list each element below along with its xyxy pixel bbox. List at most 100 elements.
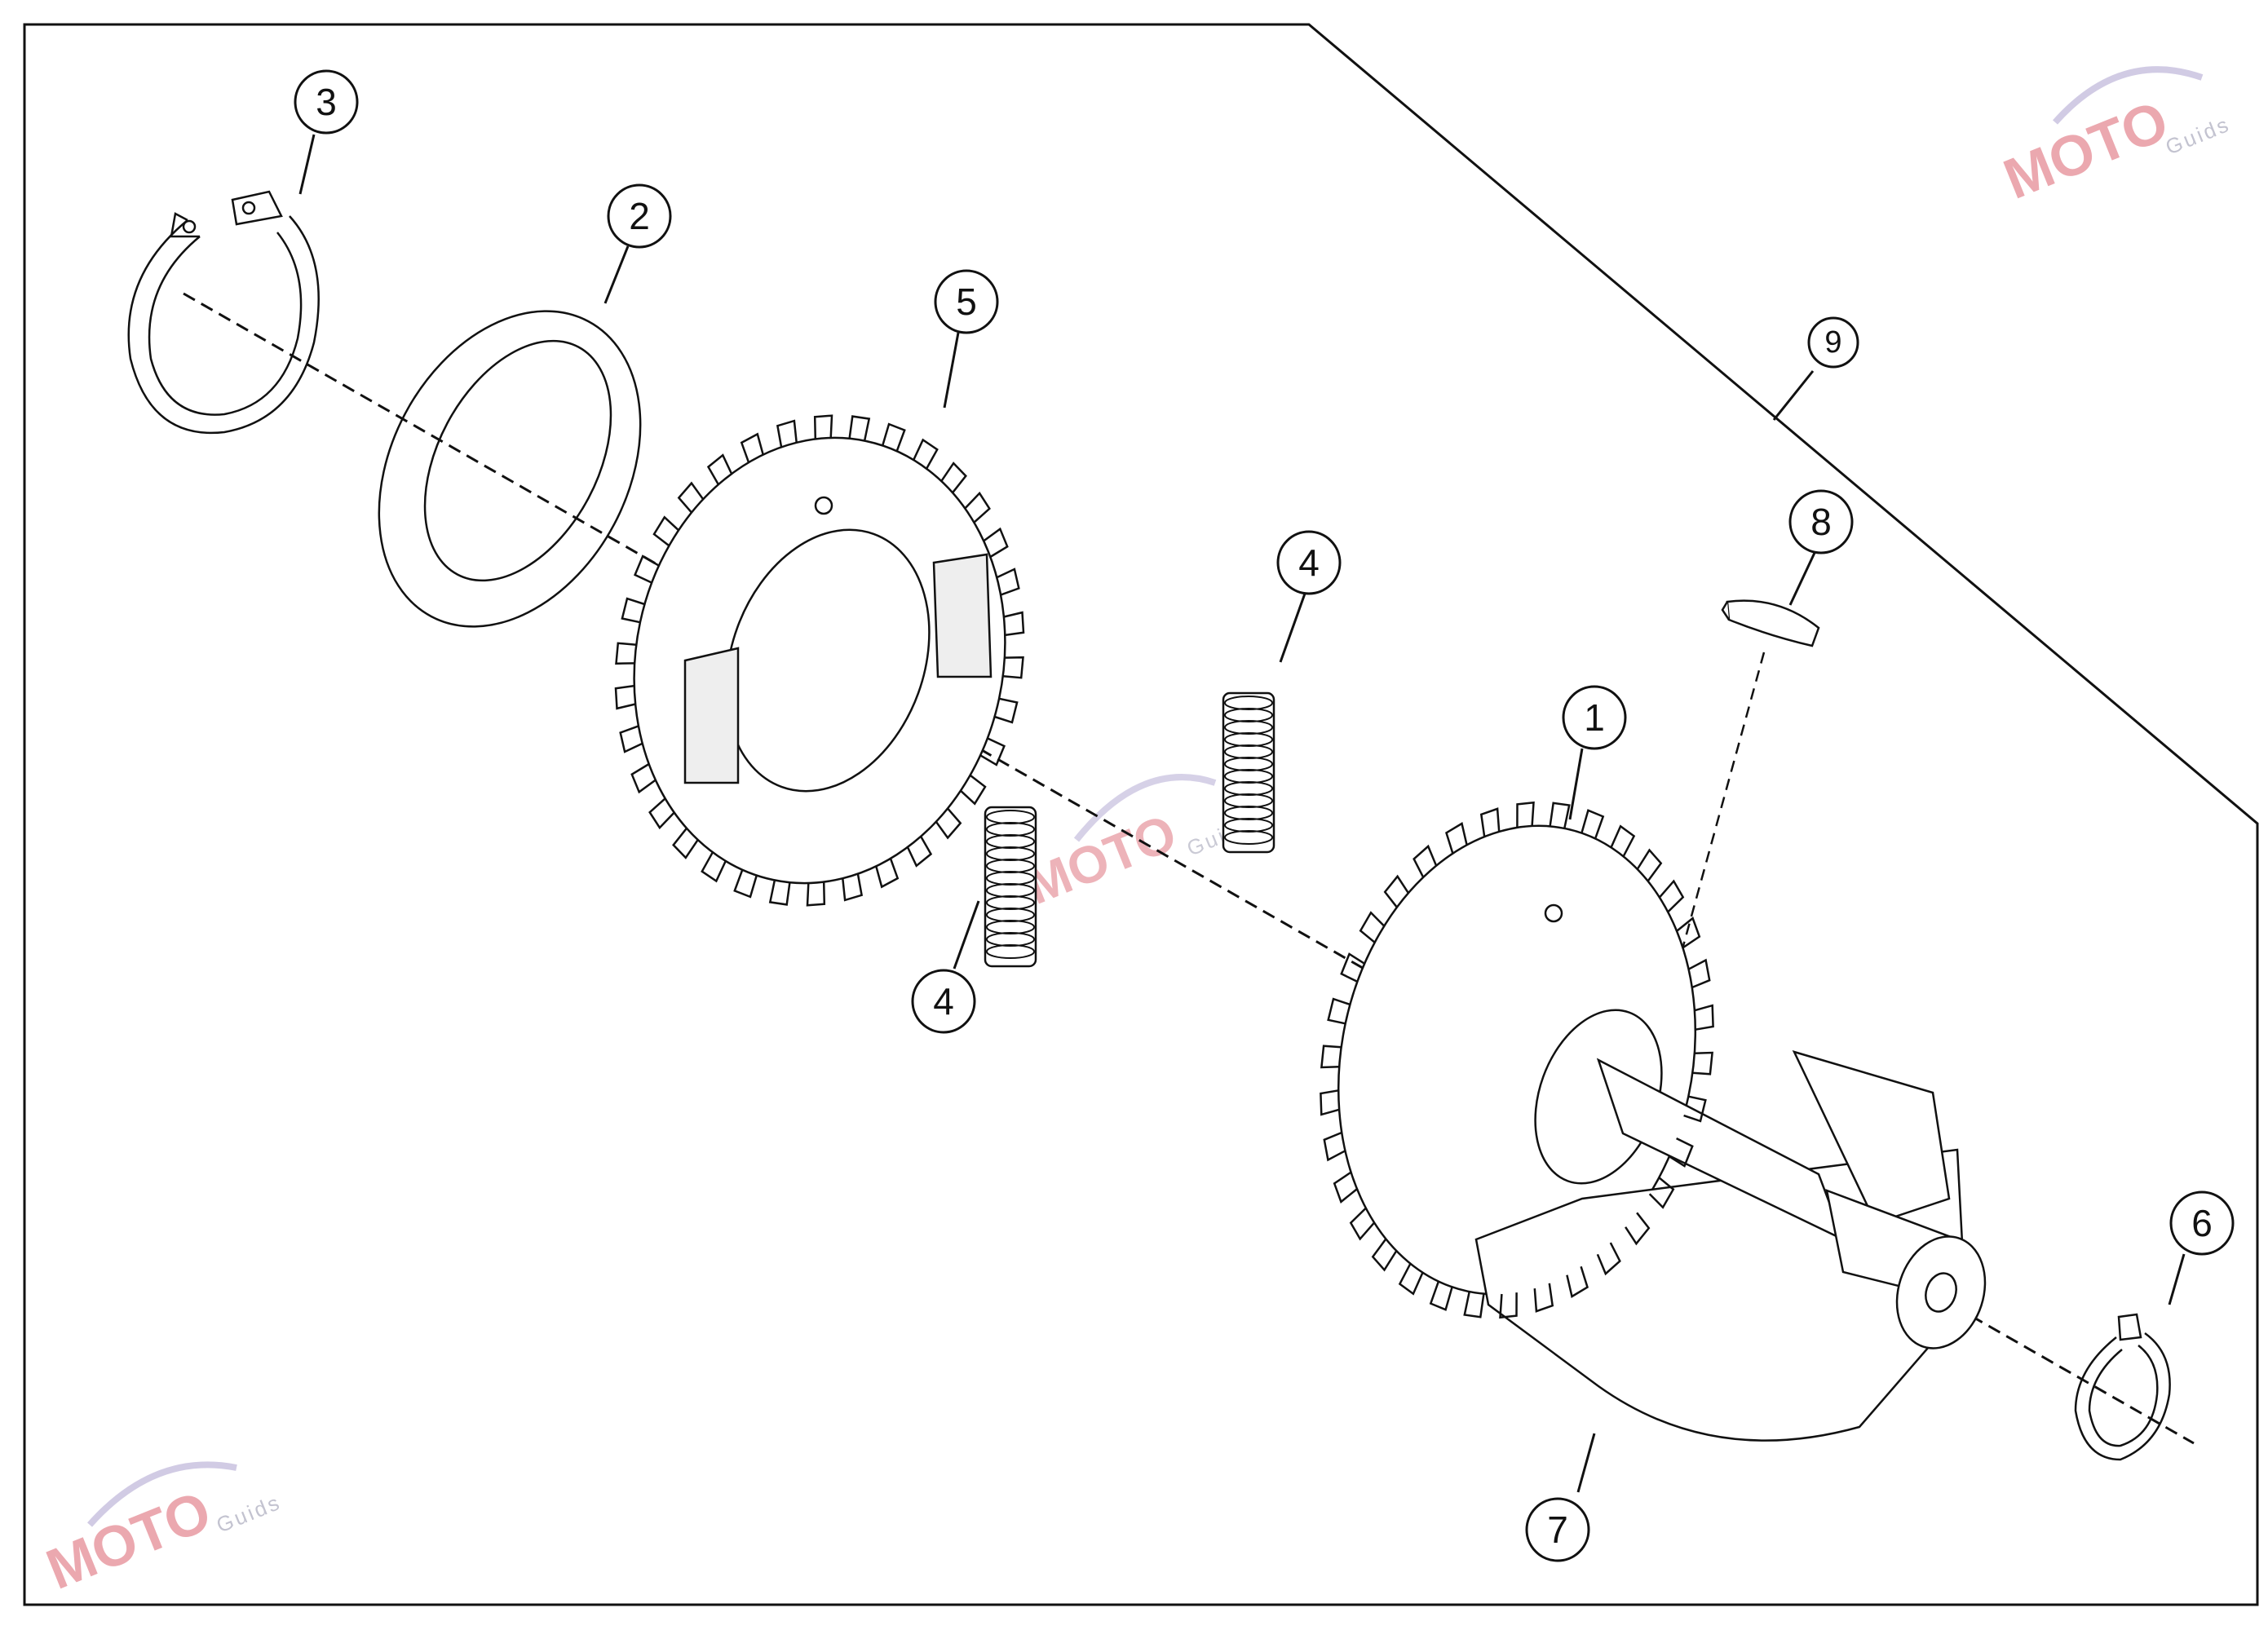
spring-coil [1224, 830, 1273, 845]
gear-tooth [614, 684, 636, 710]
gear-tooth [848, 415, 871, 441]
gear-tooth [1581, 809, 1605, 839]
gear-tooth [935, 807, 962, 840]
gear-tooth [806, 881, 826, 907]
thrust-washer [378, 310, 642, 628]
svg-text:7: 7 [1547, 1508, 1568, 1551]
svg-text:Guids: Guids [2162, 112, 2234, 160]
diagram-frame [23, 23, 2259, 1606]
gear-tooth [701, 851, 727, 883]
gear-tooth [813, 414, 833, 440]
crankshaft-assembly [1337, 824, 1987, 1442]
callout-4-upper: 4 [1276, 530, 1342, 663]
gear-tooth [1445, 822, 1468, 855]
gear-tooth [1549, 802, 1571, 829]
gear-tooth [1625, 1212, 1651, 1246]
gear-tooth [1683, 1095, 1707, 1123]
gear-tooth [648, 797, 675, 830]
gear-tooth [1002, 656, 1024, 679]
callout-5: 5 [934, 269, 999, 409]
svg-text:6: 6 [2191, 1202, 2213, 1244]
gear-tooth [979, 737, 1006, 766]
gear-tooth [1499, 1292, 1518, 1319]
callout-3: 3 [294, 69, 359, 195]
drive-gear-teeth [1320, 801, 1714, 1319]
gear-tooth [1383, 874, 1409, 908]
gear-tooth [1413, 844, 1438, 878]
callout-2: 2 [603, 183, 672, 304]
gear-tooth [768, 880, 791, 906]
gear-tooth [776, 419, 798, 448]
watermark-top-right: MOTO Guids [1995, 66, 2234, 211]
gear-tooth [996, 568, 1020, 596]
svg-text:3: 3 [316, 81, 337, 123]
gear-tooth [619, 725, 643, 753]
gear-tooth [875, 858, 900, 889]
gear-tooth [1320, 1089, 1340, 1116]
svg-text:1: 1 [1584, 696, 1605, 739]
gear-tooth [1398, 1263, 1424, 1296]
gear-tooth [677, 481, 705, 514]
gear-tooth [1596, 1242, 1621, 1276]
svg-text:4: 4 [1298, 541, 1320, 584]
svg-text:MOTO: MOTO [38, 1478, 219, 1601]
gear-tooth [1327, 997, 1351, 1025]
svg-text:8: 8 [1810, 501, 1832, 543]
gear-tooth [630, 762, 657, 794]
driven-gear-teeth [614, 414, 1025, 907]
gear-tooth [1566, 1266, 1589, 1298]
callout-8: 8 [1788, 489, 1854, 606]
spring-coil [986, 944, 1035, 959]
svg-text:5: 5 [956, 280, 977, 323]
gear-tooth [672, 827, 699, 859]
gear-tooth [1429, 1281, 1453, 1311]
circlip-small [2074, 1313, 2171, 1461]
callout-4-lower: 4 [911, 900, 980, 1034]
gear-tooth [1479, 807, 1501, 837]
gear-tooth [1516, 801, 1535, 828]
gear-tooth [633, 554, 660, 584]
gear-tooth [964, 491, 991, 523]
callout-1: 1 [1562, 685, 1627, 820]
gear-tooth [615, 642, 637, 665]
gear-tooth [842, 873, 864, 902]
gear-tooth [1692, 1051, 1713, 1076]
gear-tooth [1323, 1131, 1346, 1162]
gear-tooth [1533, 1283, 1554, 1313]
gear-tooth [1694, 1004, 1714, 1031]
svg-text:Guids: Guids [213, 1490, 285, 1538]
callout-9: 9 [1772, 316, 1859, 421]
gear-tooth [906, 836, 933, 868]
spring-lower [984, 806, 1037, 968]
svg-text:2: 2 [629, 195, 650, 237]
gear-tooth [1320, 1045, 1342, 1069]
circlip-large [127, 190, 320, 435]
svg-text:MOTO: MOTO [1995, 88, 2177, 211]
gear-tooth [994, 697, 1019, 724]
gear-tooth [706, 453, 733, 485]
gear-tooth [1340, 952, 1365, 983]
gear-tooth [1636, 848, 1663, 882]
callout-6: 6 [2168, 1190, 2235, 1305]
gear-tooth [1648, 1177, 1675, 1209]
gear-tooth [940, 462, 967, 494]
svg-text:9: 9 [1824, 325, 1841, 360]
gear-tooth [1669, 1137, 1694, 1168]
gear-tooth [1359, 911, 1386, 943]
gear-tooth [1371, 1238, 1398, 1272]
woodruff-key [1721, 599, 1820, 647]
gear-tooth [913, 438, 939, 470]
gear-tooth [733, 869, 758, 899]
gear-tooth [960, 774, 987, 806]
svg-text:4: 4 [933, 980, 954, 1023]
gear-tooth [652, 515, 679, 547]
gear-tooth [621, 597, 645, 624]
gear-tooth [983, 527, 1009, 559]
gear-tooth [1676, 917, 1701, 949]
gear-tooth [882, 422, 906, 452]
gear-tooth [740, 432, 764, 463]
watermark-center: MOTO Guids [1018, 774, 1255, 916]
gear-tooth [1463, 1291, 1485, 1319]
svg-text:MOTO: MOTO [1018, 803, 1184, 916]
spring-upper [1222, 691, 1275, 854]
